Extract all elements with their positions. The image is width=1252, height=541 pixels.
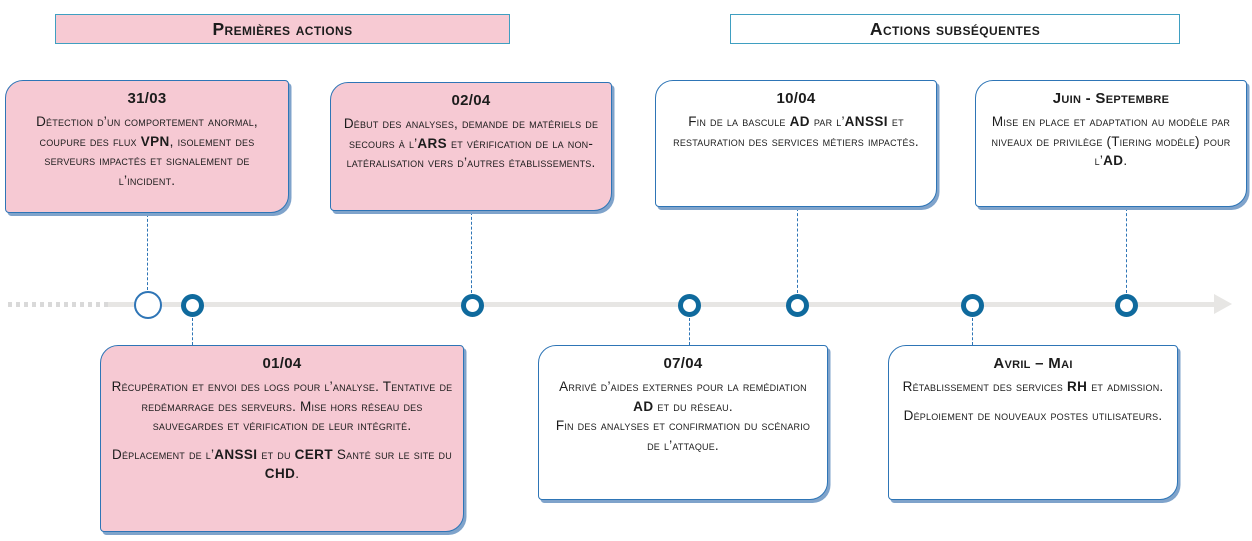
connector-juin-septembre xyxy=(1126,208,1127,293)
body-text: et du xyxy=(257,446,295,462)
timeline-axis xyxy=(108,302,1216,307)
event-paragraph: Arrivé d’aides externes pour la remédiat… xyxy=(549,377,817,455)
timeline-node-avril-mai xyxy=(961,294,984,317)
event-body: Début des analyses, demande de matériels… xyxy=(341,114,601,173)
event-box-07-04: 07/04 Arrivé d’aides externes pour la re… xyxy=(538,345,828,500)
event-paragraph: Détection d’un comportement anormal, cou… xyxy=(16,112,278,190)
event-body: Fin de la bascule AD par l’ANSSI et rest… xyxy=(666,112,926,151)
event-box-02-04: 02/04 Début des analyses, demande de mat… xyxy=(330,82,612,211)
acronym-text: CHD xyxy=(264,466,296,481)
event-paragraph: Rétablissement des services RH et admiss… xyxy=(899,377,1167,397)
event-box-31-03: 31/03 Détection d’un comportement anorma… xyxy=(5,80,289,213)
event-paragraph: Début des analyses, demande de matériels… xyxy=(341,114,601,173)
body-text: Déplacement de l’ xyxy=(112,446,215,462)
connector-02-04 xyxy=(471,212,472,293)
body-text: Arrivé d’aides externes pour la remédiat… xyxy=(559,379,807,394)
timeline-node-10-04 xyxy=(786,294,809,317)
timeline-node-31-03 xyxy=(134,291,162,319)
event-box-avril-mai: Avril – Mai Rétablissement des services … xyxy=(888,345,1178,500)
event-body: Mise en place et adaptation au modèle pa… xyxy=(986,112,1236,171)
event-box-10-04: 10/04 Fin de la bascule AD par l’ANSSI e… xyxy=(655,80,937,207)
body-text: et vérification de la non-latéralisation… xyxy=(346,135,596,171)
event-title: 31/03 xyxy=(127,90,167,107)
phase-header-subsequentes: Actions subséquentes xyxy=(730,14,1180,44)
body-text: , isolement des serveurs impactés et sig… xyxy=(44,133,255,188)
body-text: Mise en place et adaptation au modèle pa… xyxy=(991,114,1231,168)
acronym-text: ANSSI xyxy=(214,446,258,462)
event-body: Rétablissement des services RH et admiss… xyxy=(899,377,1167,425)
body-text: Santé sur le site du xyxy=(332,446,452,462)
event-title: Juin - Septembre xyxy=(1052,90,1170,107)
timeline-arrowhead-icon xyxy=(1214,294,1232,314)
body-text: Déploiement de nouveaux postes utilisate… xyxy=(903,407,1163,423)
body-text: Rétablissement des services xyxy=(902,379,1067,394)
event-paragraph: Déplacement de l’ANSSI et du CERT Santé … xyxy=(111,445,453,484)
body-text: . xyxy=(295,466,300,481)
body-text: Récupération et envoi des logs pour l’an… xyxy=(111,379,453,433)
body-text: Détection d’un comportement anormal, cou… xyxy=(36,114,258,149)
connector-31-03 xyxy=(147,214,148,290)
event-title: 01/04 xyxy=(262,355,302,372)
acronym-text: AD xyxy=(789,114,810,129)
connector-10-04 xyxy=(797,208,798,293)
body-text: et du réseau. xyxy=(653,398,733,414)
body-text: par l’ xyxy=(809,114,845,129)
connector-avril-mai xyxy=(972,318,973,345)
acronym-text: AD xyxy=(1103,153,1124,168)
acronym-text: AD xyxy=(633,398,654,414)
event-title: Avril – Mai xyxy=(993,355,1073,372)
timeline-node-02-04 xyxy=(461,294,484,317)
acronym-text: VPN xyxy=(140,133,170,149)
connector-01-04 xyxy=(192,318,193,345)
event-body: Arrivé d’aides externes pour la remédiat… xyxy=(549,377,817,455)
timeline-axis-dotted-start xyxy=(8,302,108,307)
body-text: et admission. xyxy=(1087,379,1164,394)
event-paragraph: Mise en place et adaptation au modèle pa… xyxy=(986,112,1236,171)
phase-header-premieres: Premières actions xyxy=(55,14,510,44)
timeline-node-01-04 xyxy=(181,294,204,317)
event-body: Détection d’un comportement anormal, cou… xyxy=(16,112,278,190)
event-body: Récupération et envoi des logs pour l’an… xyxy=(111,377,453,484)
event-box-juin-septembre: Juin - Septembre Mise en place et adapta… xyxy=(975,80,1247,207)
body-text: Début des analyses, demande de matériels… xyxy=(343,116,599,151)
body-text: . xyxy=(1123,153,1128,168)
event-paragraph: Déploiement de nouveaux postes utilisate… xyxy=(899,406,1167,426)
connector-07-04 xyxy=(689,318,690,345)
event-title: 02/04 xyxy=(451,92,491,109)
acronym-text: RH xyxy=(1066,379,1088,394)
event-title: 07/04 xyxy=(663,355,703,372)
acronym-text: ANSSI xyxy=(844,114,888,129)
acronym-text: CERT xyxy=(294,446,333,462)
body-text: Fin de la bascule xyxy=(688,114,790,129)
event-paragraph: Récupération et envoi des logs pour l’an… xyxy=(111,377,453,436)
phase-header-label: Premières actions xyxy=(212,18,353,39)
event-title: 10/04 xyxy=(776,90,816,107)
body-text: et restauration des services métiers imp… xyxy=(673,114,919,149)
acronym-text: ARS xyxy=(417,135,448,151)
phase-header-label: Actions subséquentes xyxy=(869,18,1041,39)
event-box-01-04: 01/04 Récupération et envoi des logs pou… xyxy=(100,345,464,532)
timeline-node-juin-septembre xyxy=(1115,294,1138,317)
event-paragraph: Fin de la bascule AD par l’ANSSI et rest… xyxy=(666,112,926,151)
body-text: Fin des analyses et confirmation du scén… xyxy=(555,418,811,453)
timeline-node-07-04 xyxy=(678,294,701,317)
